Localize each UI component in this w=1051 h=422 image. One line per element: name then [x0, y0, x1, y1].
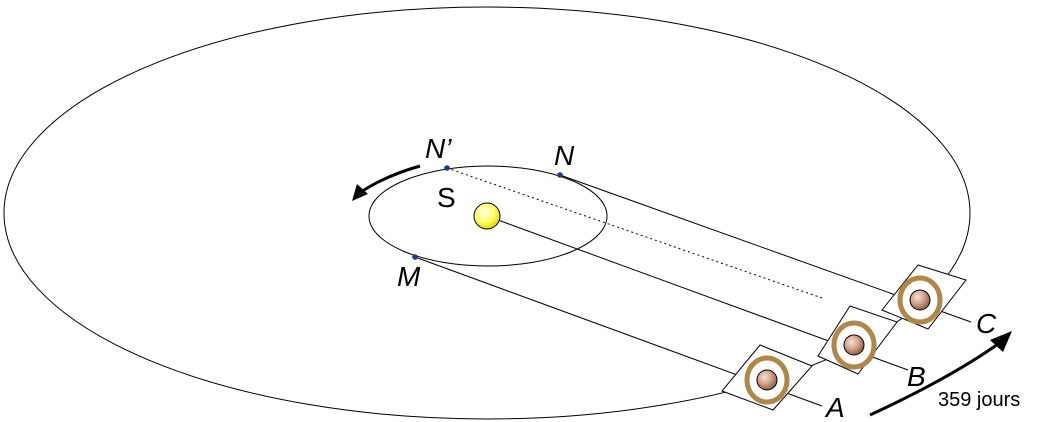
line-n-prime-dotted — [446, 167, 823, 299]
saturn-c — [881, 264, 967, 330]
planet-b — [843, 334, 865, 356]
planet-c — [909, 289, 931, 311]
ring-a — [744, 355, 790, 405]
duration-label: 359 jours — [938, 389, 1020, 411]
ring-c — [897, 275, 943, 325]
sun — [473, 202, 501, 230]
saturn-a — [721, 344, 813, 411]
ring-b — [831, 320, 877, 370]
outer-orbit — [3, 6, 971, 420]
label-n: N — [554, 140, 575, 171]
planet-a — [756, 369, 778, 391]
label-m: M — [397, 261, 421, 292]
point-m — [412, 254, 418, 260]
saturn-b — [817, 305, 898, 375]
point-n-prime — [444, 165, 450, 171]
label-b: B — [907, 361, 926, 392]
inner-direction-arrow — [352, 164, 421, 201]
label-a: A — [824, 392, 845, 422]
inner-orbit — [368, 165, 608, 267]
point-n — [557, 172, 563, 178]
label-s: S — [437, 182, 456, 213]
saturn-direction-arrow — [869, 331, 1012, 417]
label-n-prime: N’ — [425, 133, 452, 164]
label-c: C — [976, 308, 997, 339]
